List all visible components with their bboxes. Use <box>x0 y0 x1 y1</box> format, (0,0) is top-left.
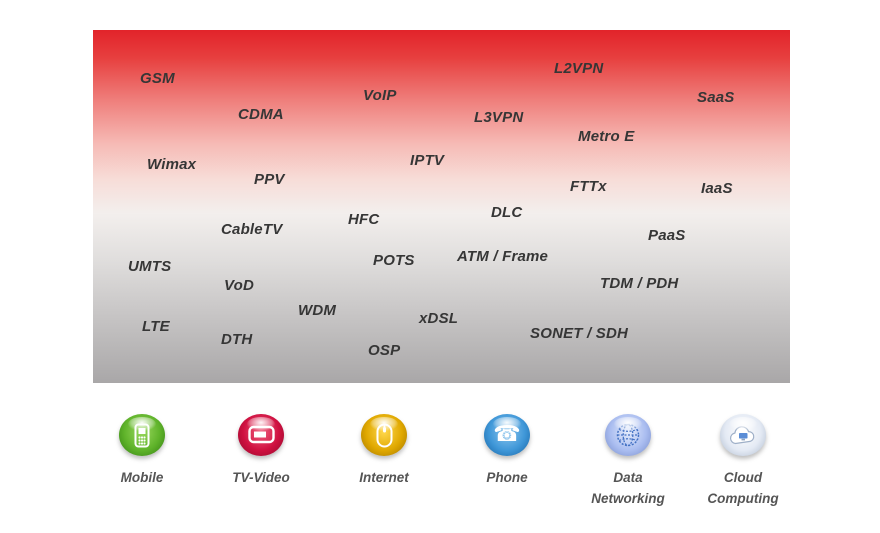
globe-network-icon <box>605 414 651 456</box>
term-ppv: PPV <box>254 171 285 188</box>
legend-item-mobile: Mobile <box>82 414 202 489</box>
term-saas: SaaS <box>697 89 735 106</box>
term-wdm: WDM <box>298 302 337 319</box>
legend-label-phone: Phone <box>486 470 528 485</box>
term-umts: UMTS <box>128 258 172 275</box>
term-l2vpn: L2VPN <box>554 60 604 77</box>
term-fttx: FTTx <box>570 178 607 195</box>
legend-label-cloud-computing: Cloud Computing <box>707 470 779 506</box>
term-gsm: GSM <box>140 70 175 87</box>
legend-item-cloud-computing: Cloud Computing <box>683 414 803 510</box>
tv-icon <box>238 414 284 456</box>
services-term-cloud: GSM VoIP L2VPN SaaS CDMA L3VPN Metro E W… <box>93 30 790 383</box>
legend-item-data-networking: Data Networking <box>568 414 688 510</box>
term-dth: DTH <box>221 331 253 348</box>
term-paas: PaaS <box>648 227 686 244</box>
term-wimax: Wimax <box>147 156 197 173</box>
term-osp: OSP <box>368 342 401 359</box>
legend-label-data-networking: Data Networking <box>591 470 665 506</box>
term-cdma: CDMA <box>238 106 284 123</box>
term-voip: VoIP <box>363 87 397 104</box>
term-vod: VoD <box>224 277 255 294</box>
legend-item-phone: ☎ Phone <box>447 414 567 489</box>
term-lte: LTE <box>142 318 170 335</box>
term-iptv: IPTV <box>410 152 445 169</box>
cloud-computer-icon <box>720 414 766 456</box>
legend-label-tv-video: TV-Video <box>232 470 290 485</box>
legend-label-internet: Internet <box>359 470 409 485</box>
computer-mouse-icon <box>361 414 407 456</box>
legend-item-tv-video: TV-Video <box>201 414 321 489</box>
term-tdm-pdh: TDM / PDH <box>600 275 679 292</box>
term-dlc: DLC <box>491 204 523 221</box>
term-l3vpn: L3VPN <box>474 109 524 126</box>
legend-item-internet: Internet <box>324 414 444 489</box>
term-pots: POTS <box>373 252 415 269</box>
term-metro-e: Metro E <box>578 128 635 145</box>
mobile-phone-icon <box>119 414 165 456</box>
term-iaas: IaaS <box>701 180 733 197</box>
term-hfc: HFC <box>348 211 380 228</box>
term-sonet-sdh: SONET / SDH <box>530 325 629 342</box>
term-xdsl: xDSL <box>419 310 459 327</box>
term-cabletv: CableTV <box>221 221 283 238</box>
term-atm-frame: ATM / Frame <box>457 248 549 265</box>
telephone-icon: ☎ <box>484 414 530 456</box>
legend-label-mobile: Mobile <box>120 470 164 485</box>
